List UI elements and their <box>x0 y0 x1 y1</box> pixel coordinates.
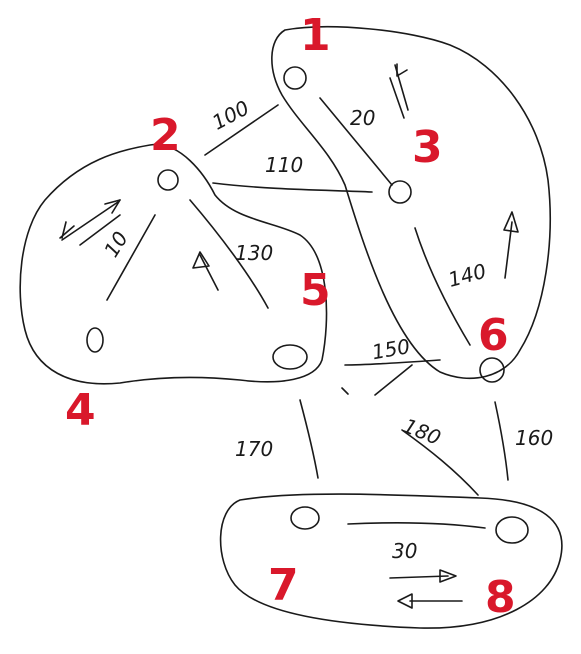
edge <box>341 387 349 395</box>
edge-label-130: 130 <box>235 241 273 265</box>
edge <box>344 359 441 366</box>
edge-label-20: 20 <box>350 106 375 130</box>
edge <box>212 182 373 193</box>
edge <box>439 569 457 583</box>
group-outline-left <box>19 143 328 385</box>
edge-label-180: 180 <box>400 413 444 450</box>
edge <box>61 201 119 241</box>
edge <box>192 251 210 269</box>
node <box>479 357 505 383</box>
node <box>157 169 179 191</box>
edge <box>189 199 269 309</box>
edge <box>79 214 121 246</box>
edge <box>299 399 319 479</box>
cluster-label-5: 5 <box>300 265 331 316</box>
edge-label-10: 10 <box>99 227 133 261</box>
edge-label-100: 100 <box>208 96 253 135</box>
edge <box>106 214 156 301</box>
edge <box>503 211 519 233</box>
cluster-label-8: 8 <box>485 572 516 623</box>
cluster-label-2: 2 <box>150 110 181 161</box>
edge-label-110: 110 <box>265 153 303 177</box>
node <box>272 344 308 370</box>
group-outline-top-right <box>271 26 551 379</box>
edge <box>401 429 479 496</box>
edge <box>104 199 121 205</box>
edge <box>111 199 121 214</box>
edge-label-170: 170 <box>235 437 273 461</box>
edge <box>389 77 405 119</box>
cluster-label-7: 7 <box>268 560 299 611</box>
edge <box>494 401 509 481</box>
edge <box>204 104 279 156</box>
edge <box>61 221 67 239</box>
node <box>495 516 529 544</box>
edge <box>389 575 449 579</box>
edge <box>414 227 471 346</box>
edge <box>347 522 486 529</box>
edge <box>199 254 219 291</box>
group-outline-bottom <box>219 493 563 629</box>
edge <box>319 97 393 186</box>
cluster-label-4: 4 <box>65 385 96 436</box>
edge <box>396 63 408 77</box>
node <box>283 66 307 90</box>
node <box>388 180 412 204</box>
edge-label-30: 30 <box>392 539 417 563</box>
edge <box>397 593 413 609</box>
node <box>290 506 320 530</box>
edge-label-140: 140 <box>446 259 489 292</box>
cluster-label-6: 6 <box>478 310 509 361</box>
edge-label-150: 150 <box>370 334 412 364</box>
cluster-label-3: 3 <box>412 122 443 173</box>
node <box>86 327 104 353</box>
edge-label-160: 160 <box>515 426 553 450</box>
cluster-label-1: 1 <box>300 10 331 61</box>
edge <box>374 364 413 396</box>
